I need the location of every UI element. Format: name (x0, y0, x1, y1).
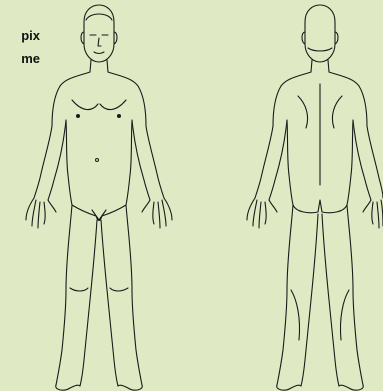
front-torso (34, 72, 90, 198)
front-legs (56, 205, 72, 385)
front-right-hand (142, 198, 172, 228)
back-head (305, 5, 335, 62)
front-figure (26, 5, 172, 390)
back-figure (247, 5, 383, 390)
front-left-hand (26, 198, 56, 228)
